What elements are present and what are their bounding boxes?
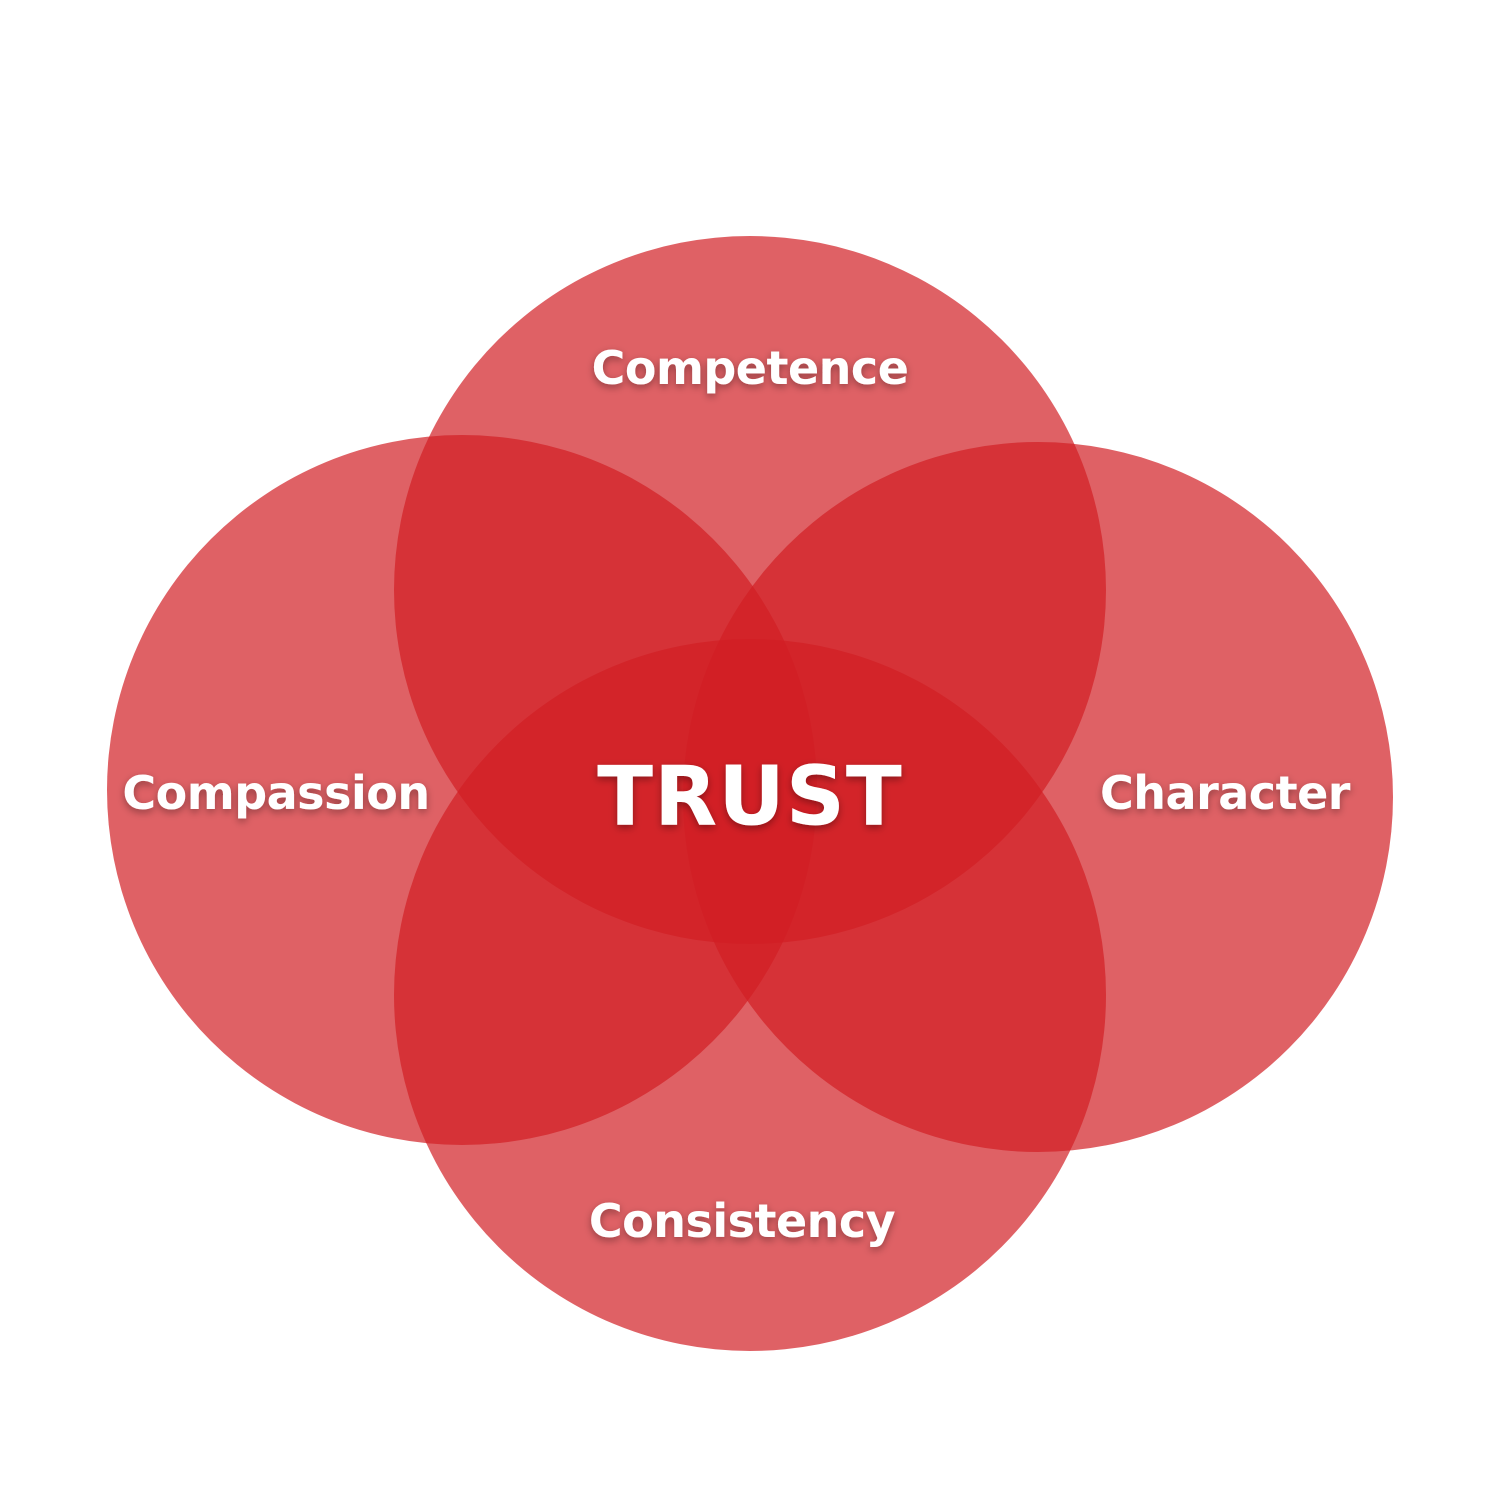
label-competence: Competence <box>592 341 909 395</box>
circle-consistency <box>394 639 1106 1351</box>
label-consistency: Consistency <box>589 1194 896 1248</box>
label-trust-center: TRUST <box>597 750 903 845</box>
label-compassion: Compassion <box>122 766 429 820</box>
label-character: Character <box>1100 766 1351 820</box>
